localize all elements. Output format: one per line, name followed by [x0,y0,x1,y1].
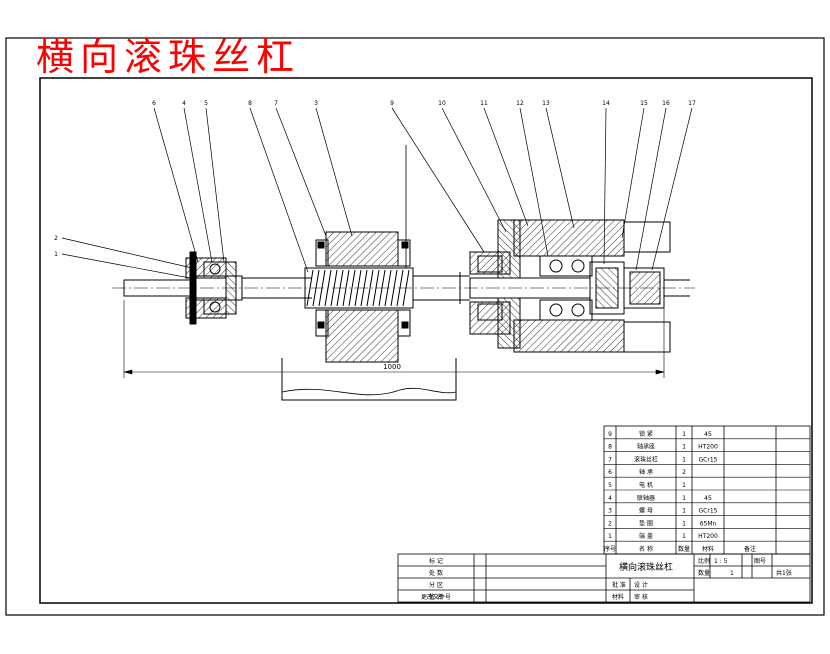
parts-row-no: 8 [608,444,612,451]
quantity-value: 1 [730,570,734,577]
parts-row-qty: 1 [682,533,686,540]
parts-row-no: 7 [608,456,612,463]
inner-frame [39,77,813,604]
title-block-left-label: 处 数 [429,569,443,577]
parts-row-no: 1 [608,533,612,540]
parts-row-qty: 1 [682,495,686,502]
thread-section [304,267,414,309]
thread-ridges [306,269,410,307]
part-number-9: 9 [390,100,394,107]
checker-label: 审 核 [634,593,648,601]
scale-label: 比例 [698,557,710,565]
part-number-4: 4 [182,100,186,107]
parts-row-no: 5 [608,482,612,489]
parts-row-name: 螺 母 [639,507,653,515]
title-block-left-label: 分 区 [429,581,443,589]
parts-row-qty: 2 [682,469,686,476]
parts-row-name: 滚珠丝杠 [634,455,658,463]
title-block-left-label: 标 记 [429,557,443,565]
part-number-11: 11 [480,100,488,107]
nut-housing [315,145,411,363]
drawing-no-label: 图号 [754,558,766,565]
right-bearing-support [469,219,625,353]
parts-row-material: 45 [704,431,712,438]
parts-header-cell: 备注 [744,545,756,553]
parts-row-material: GCr15 [699,508,718,515]
part-number-labels: 6 4 5 8 7 3 9 10 11 12 13 14 15 16 17 [152,100,696,107]
parts-row-material: 65Mn [700,520,717,527]
parts-row-qty: 1 [682,456,686,463]
part-number-16: 16 [662,100,670,107]
part-number-8: 8 [248,100,252,107]
parts-row-no: 9 [608,431,612,438]
approver-label: 批 准 [612,581,626,589]
parts-row-qty: 1 [682,508,686,515]
side-number-labels: 21 [54,235,58,258]
title-block [397,553,811,603]
parts-row-no: 4 [608,495,612,502]
part-number-7: 7 [274,100,278,107]
part-number-13: 13 [542,100,550,107]
parts-header-cell: 序号 [604,545,616,553]
title-block-drawing-name: 横向滚珠丝杠 [619,561,673,573]
parts-row-no: 3 [608,508,612,515]
parts-row-qty: 1 [682,444,686,451]
title-block-text: 横向滚珠丝杠 比例 1 : 5 图号 数量 1 共1张 设 计 审 核 批 准 … [612,557,792,601]
sheet-label: 共1张 [776,569,792,577]
part-number-15: 15 [640,100,648,107]
designer-label: 设 计 [634,581,648,589]
parts-row-material: HT200 [698,533,718,540]
parts-header-cell: 名 称 [639,545,653,553]
part-number-5: 5 [204,100,208,107]
parts-header-cell: 数量 [678,545,690,553]
parts-row-name: 锁 紧 [639,430,653,438]
parts-row-material: HT200 [698,444,718,451]
parts-row-name: 联轴器 [637,494,655,502]
coupling [589,221,690,353]
material-label: 材料 [612,593,624,601]
parts-row-material: 45 [704,495,712,502]
parts-row-no: 2 [608,520,612,527]
left-bearing-support [185,251,237,325]
title-block-left-label: 签 名 [429,593,443,601]
overall-dimension-line [123,300,665,378]
title-block-left-label: 更改文件号 [421,593,451,601]
parts-row-no: 6 [608,469,612,476]
overall-dimension-value: 1000 [383,363,401,371]
parts-header-cell: 材料 [702,545,714,553]
parts-row-material: GCr15 [699,456,718,463]
part-number-17: 17 [688,100,696,107]
part-number-3: 3 [314,100,318,107]
drawing-title: 横向滚珠丝杠 [36,35,301,79]
part-number-6: 6 [152,100,156,107]
scale-value: 1 : 5 [714,558,728,565]
part-number-12: 12 [516,100,524,107]
quantity-label: 数量 [698,569,710,577]
outer-border [5,37,825,616]
parts-row-name: 轴 承 [639,468,653,476]
parts-row-qty: 1 [682,520,686,527]
leader-lines [61,107,693,279]
parts-row-qty: 1 [682,482,686,489]
parts-row-name: 端 盖 [639,532,653,540]
parts-row-name: 轴承座 [637,443,655,451]
side-number-1: 1 [54,251,58,258]
screw-assembly [61,107,695,401]
part-number-14: 14 [602,100,610,107]
parts-row-name: 电 机 [639,481,653,489]
parts-row-qty: 1 [682,431,686,438]
machine-bed [281,358,457,401]
part-number-10: 10 [438,100,446,107]
side-number-2: 2 [54,235,58,242]
parts-row-name: 垫 圈 [639,519,653,527]
